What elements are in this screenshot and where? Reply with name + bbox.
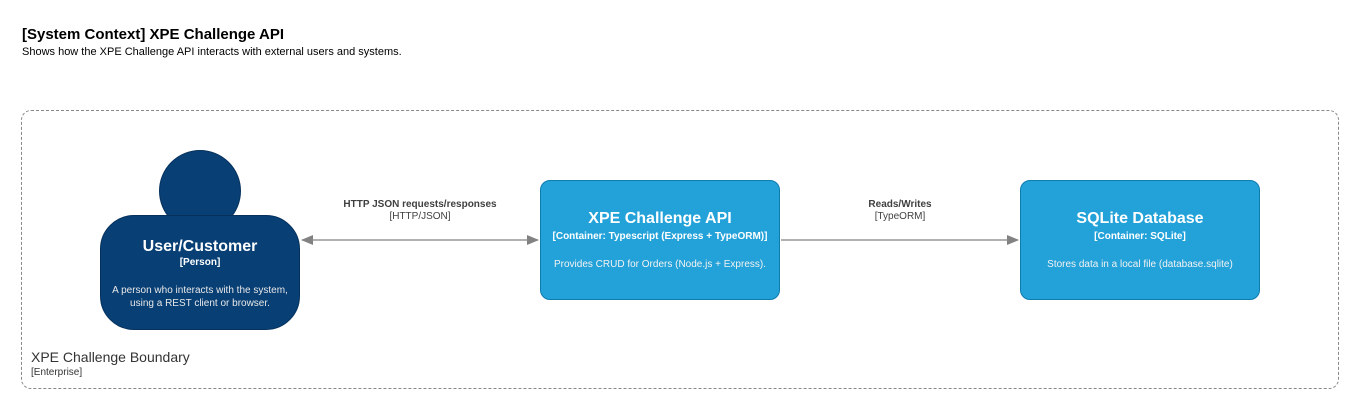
api-description: Provides CRUD for Orders (Node.js + Expr… bbox=[553, 259, 766, 270]
boundary-type: [Enterprise] bbox=[31, 367, 83, 378]
diagram-subtitle: Shows how the XPE Challenge API interact… bbox=[22, 46, 402, 58]
relation-person-api-technology: [HTTP/JSON] bbox=[389, 211, 451, 222]
person-type: [Person] bbox=[179, 257, 221, 268]
database-description: Stores data in a local file (database.sq… bbox=[1047, 259, 1233, 270]
relation-person-api-label: HTTP JSON requests/responses [HTTP/JSON] bbox=[320, 199, 520, 223]
person-user-customer[interactable]: User/Customer [Person] A person who inte… bbox=[100, 215, 300, 330]
relation-person-api-name: HTTP JSON requests/responses bbox=[343, 199, 497, 210]
database-type: [Container: SQLite] bbox=[1094, 231, 1186, 242]
person-description: A person who interacts with the system, … bbox=[112, 285, 288, 309]
database-name: SQLite Database bbox=[1076, 210, 1204, 227]
person-name: User/Customer bbox=[142, 238, 258, 255]
container-sqlite-database[interactable]: SQLite Database [Container: SQLite] Stor… bbox=[1020, 180, 1260, 300]
enterprise-boundary[interactable] bbox=[21, 110, 1339, 389]
api-type: [Container: Typescript (Express + TypeOR… bbox=[552, 231, 768, 242]
relation-api-db-name: Reads/Writes bbox=[868, 199, 932, 210]
diagram-title: [System Context] XPE Challenge API bbox=[22, 26, 285, 43]
boundary-name: XPE Challenge Boundary bbox=[31, 349, 190, 365]
api-name: XPE Challenge API bbox=[588, 210, 732, 227]
container-xpe-challenge-api[interactable]: XPE Challenge API [Container: Typescript… bbox=[540, 180, 780, 300]
relation-api-db-technology: [TypeORM] bbox=[874, 211, 926, 222]
relation-api-db-label: Reads/Writes [TypeORM] bbox=[800, 199, 1000, 223]
